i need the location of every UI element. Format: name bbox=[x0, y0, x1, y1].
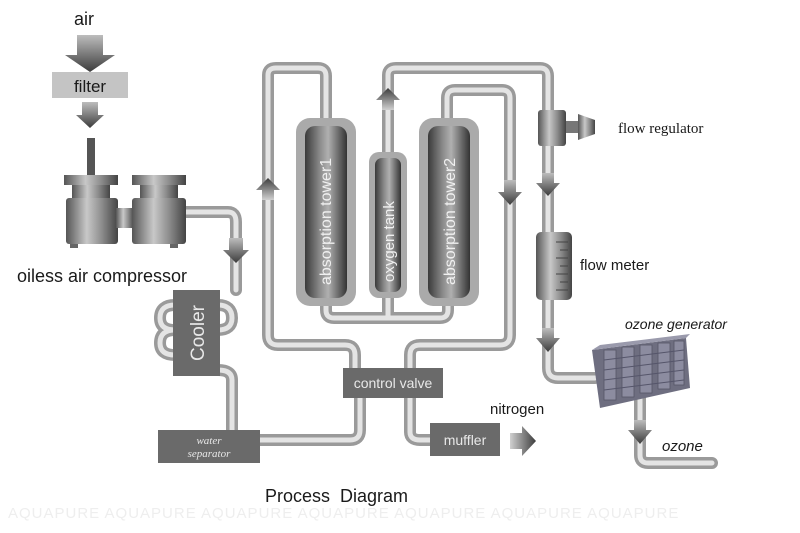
cooler-label: Cooler bbox=[188, 304, 209, 361]
up-arrow-icon bbox=[256, 178, 280, 200]
watermark: AQUAPURE AQUAPURE AQUAPURE AQUAPURE AQUA… bbox=[8, 505, 679, 522]
down-arrow-icon bbox=[536, 173, 560, 196]
nitrogen-arrow-icon bbox=[510, 426, 536, 456]
oxygen-tank bbox=[375, 158, 401, 292]
absorption-tower-1-label: absorption tower1 bbox=[318, 158, 335, 285]
water-separator-box bbox=[158, 430, 260, 463]
absorption-tower-2-label: absorption tower2 bbox=[442, 158, 459, 285]
filter-box bbox=[52, 72, 128, 98]
diagram-title: Process Diagram bbox=[265, 486, 408, 506]
ozone-generator-label: ozone generator bbox=[625, 316, 728, 332]
down-arrow-icon bbox=[498, 180, 522, 205]
oxygen-tank-label: oxygen tank bbox=[381, 201, 398, 282]
ozone-generator-icon bbox=[592, 334, 690, 408]
filter-arrow-icon bbox=[76, 102, 104, 128]
ozone-label: ozone bbox=[662, 438, 703, 455]
compressor-icon bbox=[64, 138, 186, 248]
control-valve-label: control valve bbox=[354, 375, 433, 391]
filter-label: filter bbox=[74, 77, 106, 96]
control-valve-box bbox=[343, 368, 443, 398]
water-separator-label-line2: separator bbox=[188, 448, 232, 460]
compressor-arrow-icon bbox=[223, 238, 249, 263]
absorption-tower-2 bbox=[428, 126, 470, 298]
cooler-box bbox=[173, 290, 220, 376]
air-arrow-icon bbox=[65, 35, 115, 72]
water-separator-label-line1: water bbox=[196, 435, 222, 447]
down-arrow-icon bbox=[628, 420, 652, 444]
flow-meter-label: flow meter bbox=[580, 257, 649, 274]
flow-meter-icon bbox=[536, 232, 572, 300]
nitrogen-label: nitrogen bbox=[490, 401, 544, 418]
down-arrow-icon bbox=[536, 328, 560, 352]
muffler-box bbox=[430, 423, 500, 456]
air-label: air bbox=[74, 9, 94, 29]
compressor-label: oiless air compressor bbox=[17, 266, 187, 286]
flow-regulator-label: flow regulator bbox=[618, 121, 703, 137]
absorption-tower-1 bbox=[305, 126, 347, 298]
up-arrow-icon bbox=[376, 88, 400, 110]
flow-regulator-icon bbox=[538, 110, 595, 146]
muffler-label: muffler bbox=[444, 432, 487, 448]
